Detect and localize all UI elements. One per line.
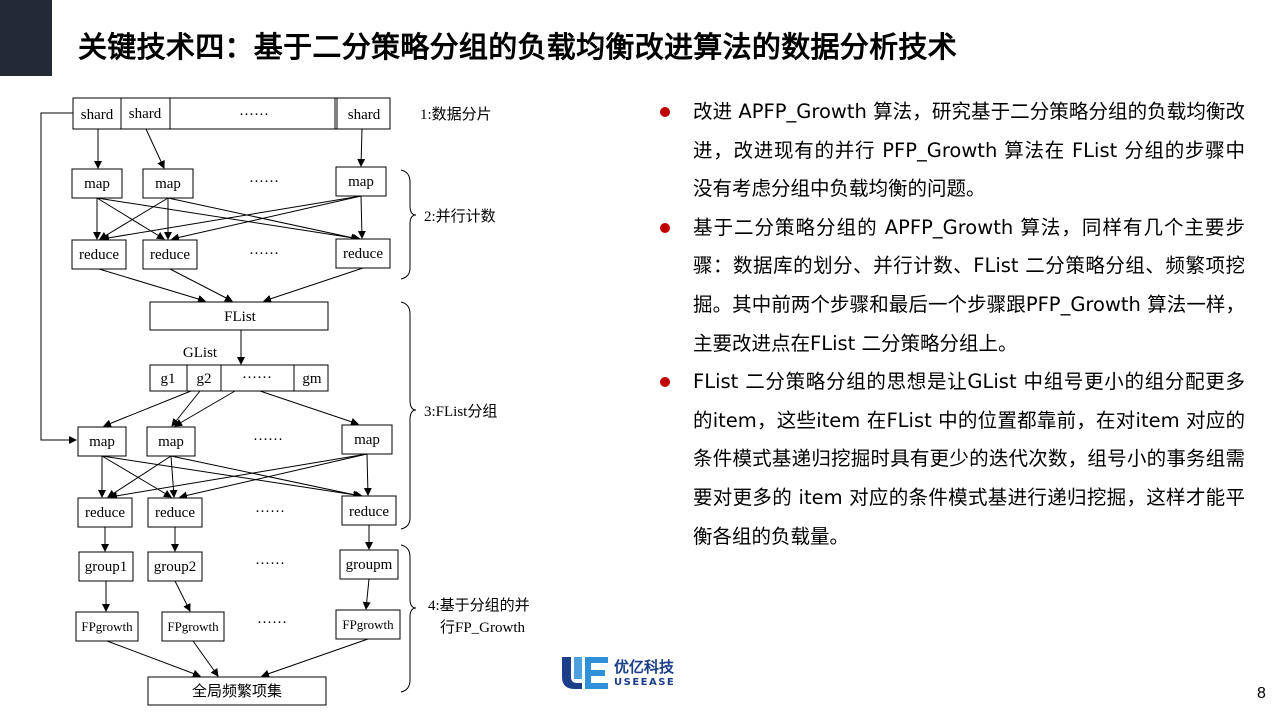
- group-box: [339, 549, 399, 580]
- ellipsis: ······: [239, 107, 269, 123]
- reduce-label: reduce: [155, 505, 195, 521]
- logo-name-cn: 优亿科技: [614, 658, 675, 676]
- ellipsis: ······: [255, 556, 285, 572]
- map-label: map: [89, 434, 115, 450]
- bullet-text: FList 二分策略分组的思想是让GList 中组号更小的组分配更多的item，…: [693, 370, 1245, 548]
- ellipsis: ······: [249, 246, 279, 262]
- ellipsis: ······: [257, 615, 287, 631]
- fpgrowth-label: FPgrowth: [167, 619, 219, 634]
- map-box: [77, 426, 127, 457]
- map-label: map: [354, 432, 380, 448]
- ellipsis: ······: [255, 504, 285, 520]
- step1-label: 1:数据分片: [420, 106, 492, 123]
- shard-row: [72, 97, 336, 130]
- slide-title: 关键技术四：基于二分策略分组的负载均衡改进算法的数据分析技术: [78, 30, 958, 64]
- map-box: [341, 424, 393, 455]
- map-label: map: [155, 176, 181, 192]
- fpgrowth-label: FPgrowth: [81, 619, 133, 634]
- step2-label: 2:并行计数: [424, 208, 496, 225]
- ellipsis: ······: [249, 174, 279, 190]
- step3-label: 3:FList分组: [424, 403, 497, 420]
- shard-label: shard: [129, 106, 162, 122]
- bullet-dot-icon: [660, 377, 670, 388]
- map-label: map: [84, 176, 110, 192]
- reduce-box: [77, 497, 133, 528]
- logo-name-en: USEEASE: [614, 677, 676, 688]
- fpgrowth-label: FPgrowth: [342, 617, 394, 632]
- ellipsis: ······: [242, 370, 272, 386]
- reduce-label: reduce: [349, 504, 389, 520]
- step4-label-line1: 4:基于分组的并: [428, 597, 530, 614]
- group-box: [147, 551, 203, 582]
- reduce-box: [147, 497, 203, 528]
- glist-cell: gm: [302, 371, 322, 387]
- reduce-box: [142, 239, 198, 270]
- reduce-label: reduce: [85, 505, 125, 521]
- reduce-box: [341, 495, 397, 526]
- shard-label: shard: [81, 107, 114, 123]
- bullet-text: 基于二分策略分组的 APFP_Growth 算法，同样有几个主要步骤：数据库的划…: [693, 215, 1245, 355]
- reduce-label: reduce: [79, 247, 119, 263]
- map-label: map: [158, 434, 184, 450]
- fpgrowth-box: [161, 611, 225, 642]
- step4-label-line2: 行FP_Growth: [440, 619, 526, 636]
- logo-mark-icon: [562, 657, 608, 689]
- reduce-label: reduce: [150, 247, 190, 263]
- map-box: [335, 166, 387, 197]
- flowchart-diagram: shard shard ······ shard map map ······ …: [40, 97, 530, 706]
- brace-step4: [400, 544, 417, 693]
- flist-box: [149, 301, 329, 331]
- bullet-dot-icon: [660, 222, 670, 233]
- ellipsis: ······: [253, 432, 283, 448]
- glist-cell: g1: [161, 371, 176, 387]
- bullet-item: FList 二分策略分组的思想是让GList 中组号更小的组分配更多的item，…: [660, 363, 1245, 556]
- bullet-item: 基于二分策略分组的 APFP_Growth 算法，同样有几个主要步骤：数据库的划…: [660, 209, 1245, 363]
- brace-step3: [400, 301, 417, 530]
- group-label: groupm: [346, 557, 393, 573]
- bullet-list: 改进 APFP_Growth 算法，研究基于二分策略分组的负载均衡改进，改进现有…: [660, 93, 1245, 556]
- reduce-label: reduce: [343, 246, 383, 262]
- group-label: group1: [85, 559, 128, 575]
- glist-row: [149, 364, 329, 392]
- brace-step2: [400, 169, 417, 280]
- bullet-dot-icon: [660, 107, 670, 117]
- reduce-box: [71, 239, 127, 270]
- company-logo: 优亿科技 USEEASE: [560, 655, 700, 691]
- map-label: map: [348, 174, 374, 190]
- bullet-text: 改进 APFP_Growth 算法，研究基于二分策略分组的负载均衡改进，改进现有…: [693, 100, 1245, 201]
- final-result-box: [147, 676, 327, 706]
- flist-label: FList: [224, 309, 257, 325]
- bullet-item: 改进 APFP_Growth 算法，研究基于二分策略分组的负载均衡改进，改进现有…: [660, 93, 1245, 209]
- corner-accent-block: [0, 0, 52, 76]
- glist-label: GList: [183, 345, 218, 361]
- shard-label: shard: [348, 107, 381, 123]
- glist-cell: g2: [197, 371, 212, 387]
- page-number: 8: [1257, 685, 1266, 702]
- final-label: 全局频繁项集: [192, 682, 282, 700]
- reduce-box: [335, 238, 391, 269]
- group-box: [78, 551, 134, 582]
- group-label: group2: [154, 559, 197, 575]
